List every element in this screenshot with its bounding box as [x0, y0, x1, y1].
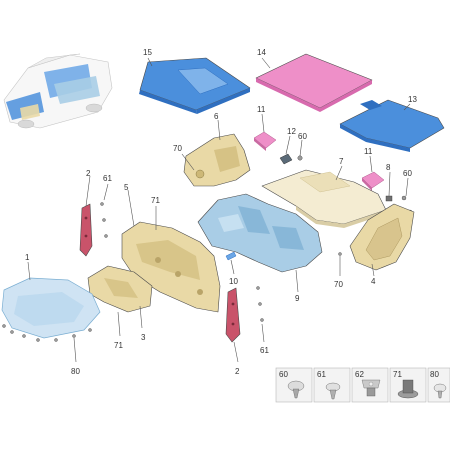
callout-1: 1	[25, 253, 30, 262]
callout-3: 3	[141, 333, 146, 342]
part-6-pillar-insulator	[183, 133, 251, 187]
callout-71-upper: 71	[151, 196, 160, 205]
part-8-clip	[385, 195, 393, 202]
fastener-legend: 60 61 62 71 80	[275, 367, 450, 403]
callout-60-right: 60	[403, 169, 412, 178]
part-4-wheelhouse	[349, 203, 415, 271]
legend-item-60: 60	[275, 367, 313, 403]
part-9-floor-insulator	[197, 193, 323, 273]
callout-2-upper: 2	[86, 169, 91, 178]
svg-text:61: 61	[317, 370, 326, 379]
legend-item-61: 61	[313, 367, 351, 403]
callout-9: 9	[295, 294, 300, 303]
callout-12: 12	[287, 127, 296, 136]
legend-item-71: 71	[389, 367, 427, 403]
callout-2-lower: 2	[235, 367, 240, 376]
part-7-floor-panel	[261, 169, 387, 228]
part-15-roof-insulator	[139, 57, 251, 114]
callout-80: 80	[71, 367, 80, 376]
part-14-headliner	[255, 53, 373, 112]
callout-11-lower: 11	[364, 147, 373, 156]
vehicle-overview	[3, 53, 113, 129]
part-5-dash-insulator	[121, 221, 221, 313]
legend-item-62: 62	[351, 367, 389, 403]
svg-text:60: 60	[279, 370, 288, 379]
callout-71-lower: 71	[114, 341, 123, 350]
part-2-trim-left	[79, 203, 93, 257]
callout-70-upper: 70	[173, 144, 182, 153]
part-11-pad-lower	[361, 171, 385, 191]
callout-10: 10	[229, 277, 238, 286]
fastener-60-upper	[297, 155, 303, 161]
fastener-61-left	[100, 202, 108, 238]
part-10-clip	[225, 251, 237, 261]
callout-61-lower: 61	[260, 346, 269, 355]
part-12-clip	[279, 153, 293, 165]
callout-4: 4	[371, 277, 376, 286]
svg-text:62: 62	[355, 370, 364, 379]
svg-text:71: 71	[393, 370, 402, 379]
callout-13: 13	[408, 95, 417, 104]
fastener-61-right	[256, 286, 264, 322]
callout-11-upper: 11	[257, 105, 266, 114]
callout-5: 5	[124, 183, 129, 192]
part-11-pad-upper	[253, 131, 277, 151]
callout-14: 14	[257, 48, 266, 57]
callout-61-upper: 61	[103, 174, 112, 183]
callout-6: 6	[214, 112, 219, 121]
callout-60-upper: 60	[298, 132, 307, 141]
callout-8: 8	[386, 163, 391, 172]
svg-text:80: 80	[430, 370, 439, 379]
part-1-hood-insulator	[1, 277, 101, 339]
legend-item-80: 80	[427, 367, 450, 403]
callout-7: 7	[339, 157, 344, 166]
part-2-trim-right	[225, 287, 241, 343]
fastener-80-row	[2, 324, 92, 342]
part-13-rear-insulator	[339, 99, 445, 152]
part-3-cowl-insulator	[87, 265, 153, 313]
callout-15: 15	[143, 48, 152, 57]
callout-70-right: 70	[334, 280, 343, 289]
